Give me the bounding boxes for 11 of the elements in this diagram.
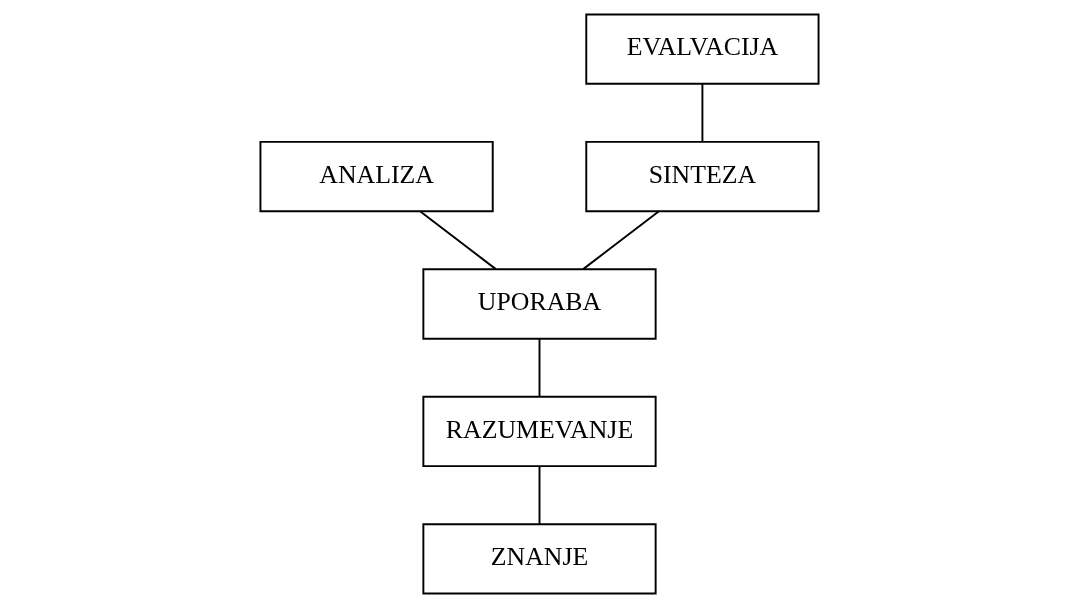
connector [538, 338, 541, 398]
connector [701, 83, 704, 143]
node-box: EVALVACIJA [585, 13, 820, 85]
node-box: ZNANJE [422, 523, 657, 595]
node-box: ANALIZA [259, 140, 494, 213]
node-box: UPORABA [422, 268, 657, 340]
connector [582, 210, 660, 271]
node-box: RAZUMEVANJE [422, 395, 657, 468]
connector [538, 465, 541, 525]
connector [419, 210, 497, 271]
node-box: SINTEZA [585, 140, 820, 213]
